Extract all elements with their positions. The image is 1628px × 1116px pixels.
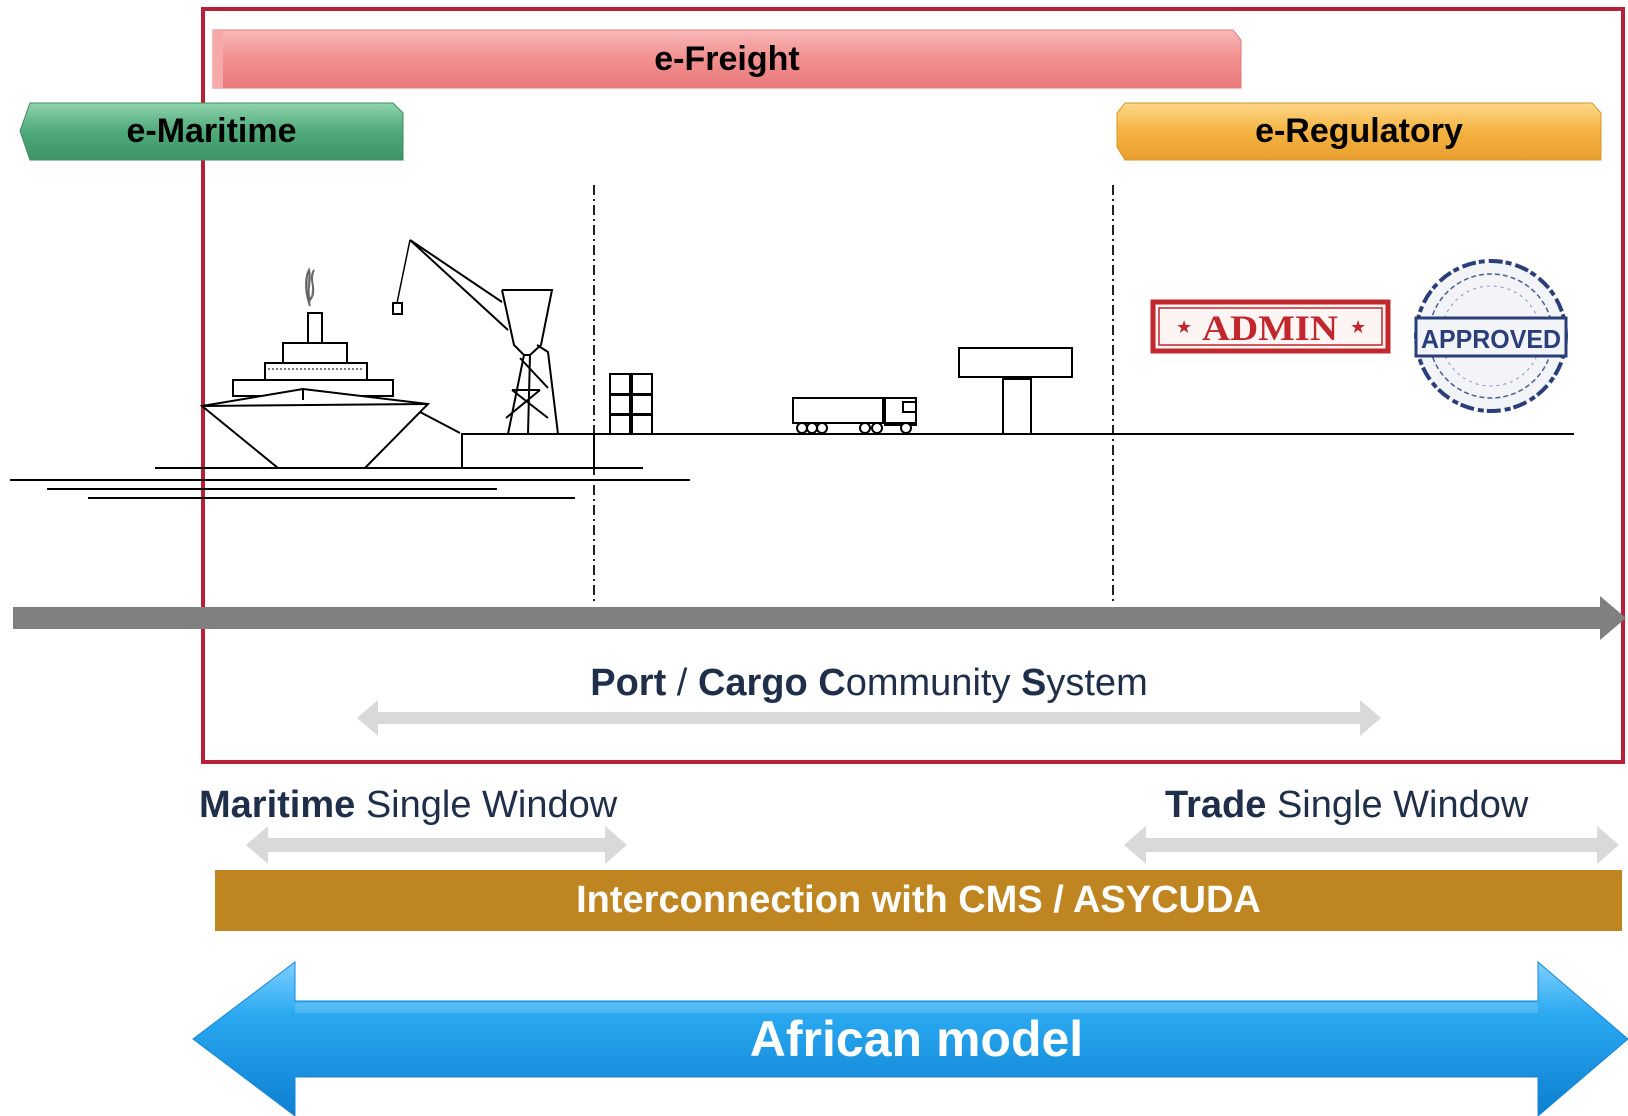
container-stack xyxy=(609,373,653,435)
maritime-sw-rest: Single Window xyxy=(355,784,618,826)
admin-stamp: ★ ★ ADMIN xyxy=(1150,299,1391,354)
admin-stamp-text: ADMIN xyxy=(1202,308,1338,348)
e-freight-label: e-Freight xyxy=(654,40,800,78)
pccs-ommunity: ommunity xyxy=(845,662,1022,704)
trade-sw-bold: Trade xyxy=(1165,784,1267,826)
pccs-cargo-c: Cargo C xyxy=(697,662,846,704)
timeline-arrow xyxy=(13,596,1626,640)
maritime-sw-bold: Maritime xyxy=(199,784,356,826)
ship-illustration xyxy=(199,267,461,469)
scope-frame xyxy=(201,7,1625,764)
svg-text:★: ★ xyxy=(1350,317,1366,337)
pccs-s: S xyxy=(1021,662,1047,704)
trade-sw-rest: Single Window xyxy=(1266,784,1529,826)
truck-illustration xyxy=(792,397,917,434)
pccs-port: Port xyxy=(590,662,667,704)
approved-stamp-text: APPROVED xyxy=(1421,324,1561,354)
approved-stamp: APPROVED xyxy=(1414,259,1568,413)
e-freight-band xyxy=(212,29,1242,89)
crane-illustration xyxy=(392,239,595,469)
e-maritime-band xyxy=(19,102,404,161)
maritime-single-window-label: Maritime Single Window xyxy=(199,782,617,828)
pccs-range-arrow xyxy=(357,700,1381,736)
african-model-label: African model xyxy=(749,1011,1084,1067)
e-regulatory-band xyxy=(1116,102,1602,161)
pccs-slash: / xyxy=(666,662,698,704)
e-maritime-label: e-Maritime xyxy=(126,112,297,150)
interconnection-bar xyxy=(215,870,1622,931)
trade-sw-range-arrow xyxy=(1124,826,1619,864)
african-model-arrow xyxy=(192,960,1628,1116)
pccs-label: Port / Cargo Community System xyxy=(357,660,1381,706)
interconnection-label: Interconnection with CMS / ASYCUDA xyxy=(576,879,1261,921)
maritime-sw-range-arrow xyxy=(246,826,627,864)
gate-illustration xyxy=(958,347,1073,435)
svg-text:★: ★ xyxy=(1176,317,1192,337)
trade-single-window-label: Trade Single Window xyxy=(1165,782,1528,828)
e-regulatory-label: e-Regulatory xyxy=(1255,112,1463,150)
pccs-ystem: ystem xyxy=(1046,662,1148,704)
water-lines xyxy=(10,467,690,499)
